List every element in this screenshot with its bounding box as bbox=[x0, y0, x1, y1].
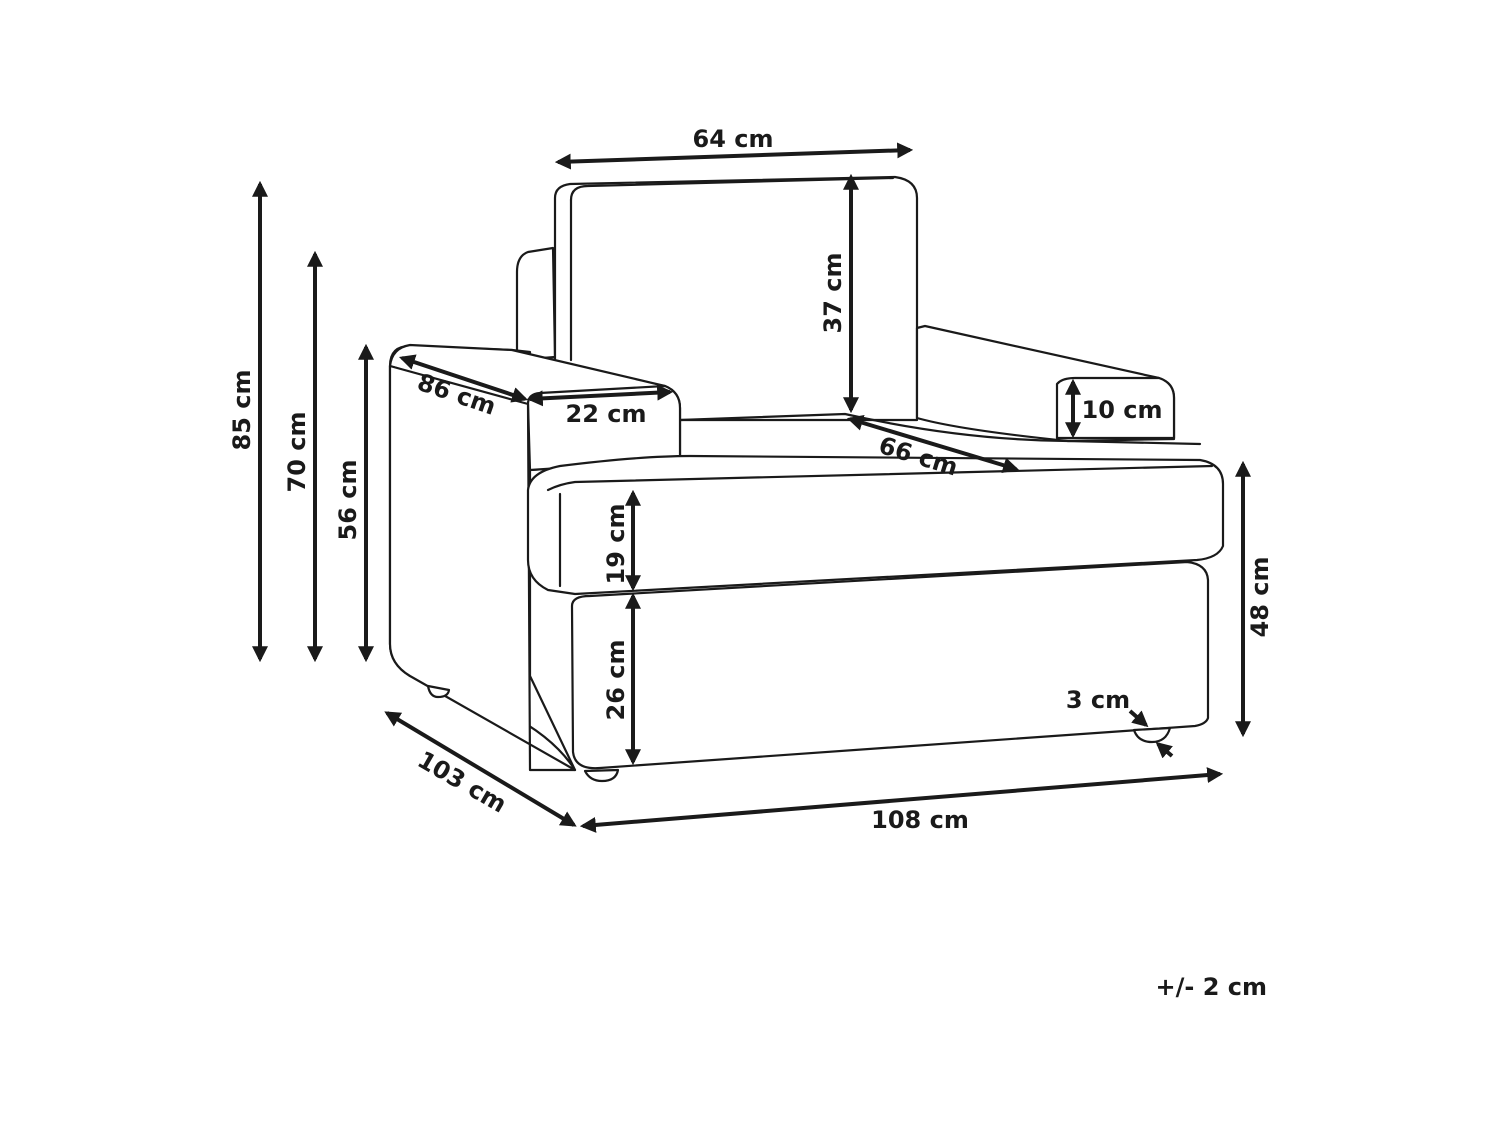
dim-line-leg-height-top bbox=[1128, 709, 1149, 728]
backrest bbox=[553, 175, 919, 422]
backrest-front-edge bbox=[569, 176, 895, 202]
label-backrest-height: 37 cm bbox=[819, 253, 847, 334]
label-armrest-width: 22 cm bbox=[566, 400, 647, 428]
rear-left-foot bbox=[426, 684, 451, 699]
rear-left-armrest bbox=[515, 246, 557, 362]
label-seat-height: 48 cm bbox=[1246, 557, 1274, 638]
label-cushion-height: 19 cm bbox=[602, 504, 630, 585]
dim-line-armrest-length bbox=[398, 354, 529, 403]
dim-line-armrest-width bbox=[526, 384, 674, 407]
dim-line-seat-depth bbox=[846, 415, 1020, 473]
label-tolerance: +/- 2 cm bbox=[1156, 973, 1267, 1001]
front-right-foot bbox=[1132, 726, 1172, 744]
dim-line-leg-height-bottom bbox=[1155, 741, 1174, 759]
label-armrest-height: 56 cm bbox=[334, 460, 362, 541]
dim-line-total-depth bbox=[384, 711, 577, 827]
base-front bbox=[570, 560, 1210, 770]
label-leg-height: 3 cm bbox=[1066, 686, 1130, 714]
label-base-height: 26 cm bbox=[602, 640, 630, 721]
label-total-width: 108 cm bbox=[871, 806, 969, 834]
label-armrest-thickness: 10 cm bbox=[1082, 396, 1163, 424]
label-backrest-width: 64 cm bbox=[693, 125, 774, 153]
dim-line-backrest-width bbox=[554, 142, 914, 170]
dimension-lines bbox=[252, 142, 1251, 833]
front-left-foot bbox=[583, 768, 620, 783]
label-total-height: 85 cm bbox=[228, 370, 256, 451]
label-back-height: 70 cm bbox=[283, 412, 311, 493]
seat-cushion bbox=[526, 454, 1225, 596]
dim-line-total-width bbox=[579, 767, 1224, 833]
right-armrest-front bbox=[1055, 376, 1176, 440]
